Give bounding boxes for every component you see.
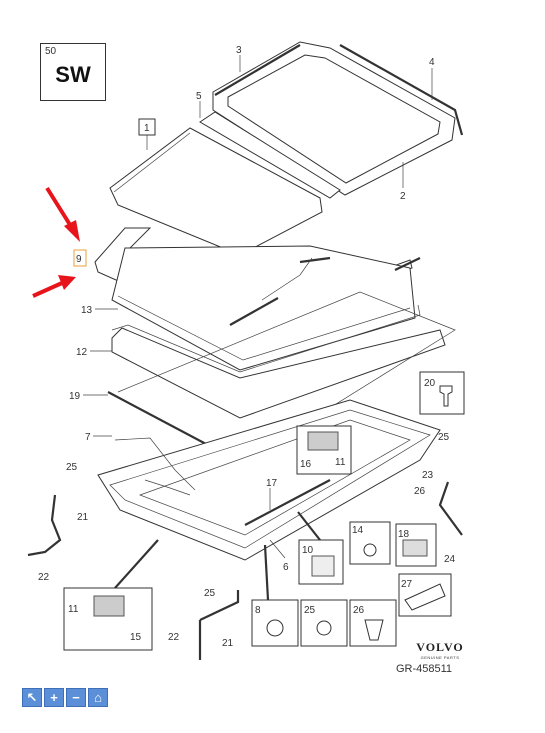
callout-20: 20	[424, 378, 436, 389]
callout-8: 8	[255, 605, 261, 616]
brand-subtitle: GENUINE PARTS	[420, 655, 460, 660]
section-box: 50 SW	[40, 43, 106, 101]
callout-14: 14	[352, 525, 364, 536]
page-number: 50	[45, 46, 57, 57]
brand-name: VOLVO	[416, 640, 464, 654]
callout-21-bottom: 21	[222, 638, 234, 649]
inset-box-10	[297, 511, 344, 585]
callout-6: 6	[283, 562, 289, 573]
inset-box-8	[251, 544, 299, 647]
callout-2: 2	[400, 191, 406, 202]
red-arrow-icon	[45, 186, 80, 242]
zoom-out-button[interactable]: −	[66, 688, 86, 707]
leader-lines	[83, 55, 433, 559]
home-icon: ⌂	[94, 690, 102, 705]
callout-7: 7	[85, 432, 91, 443]
part-9-highlight	[73, 249, 87, 267]
red-arrow-icon	[32, 275, 76, 298]
callout-11-top: 11	[335, 457, 346, 468]
pointer-button[interactable]: ↖	[22, 688, 42, 707]
callout-17: 17	[266, 478, 278, 489]
inset-box-27	[398, 573, 452, 617]
callout-15: 15	[130, 632, 142, 643]
callout-23: 23	[422, 470, 434, 481]
zoom-in-button[interactable]: +	[44, 688, 64, 707]
callout-24: 24	[444, 554, 456, 565]
callout-25-left: 25	[66, 462, 78, 473]
callout-22-bottom: 22	[168, 632, 180, 643]
inset-box-20	[419, 371, 465, 415]
callout-25-box: 25	[304, 605, 316, 616]
callout-26-box: 26	[353, 605, 365, 616]
callout-4: 4	[429, 57, 435, 68]
callout-26-right: 26	[414, 486, 426, 497]
inset-box-14	[349, 521, 391, 565]
inset-box-11-15	[63, 539, 159, 651]
callout-22-left: 22	[38, 572, 50, 583]
callout-labels: 3 4 5 1 2 9 13 12 19 7 20 16 11 25 23 26…	[38, 45, 456, 649]
callout-25-right: 25	[438, 432, 450, 443]
home-button[interactable]: ⌂	[88, 688, 108, 707]
lower-frame	[97, 257, 441, 561]
callout-19: 19	[69, 391, 81, 402]
callout-10: 10	[302, 545, 314, 556]
callout-16: 16	[300, 459, 312, 470]
callout-27: 27	[401, 579, 413, 590]
inset-box-16-11	[296, 425, 352, 475]
callout-13: 13	[81, 305, 93, 316]
plus-icon: +	[50, 690, 58, 705]
callout-5: 5	[196, 91, 202, 102]
zoom-toolbar: ↖ + − ⌂	[22, 688, 108, 707]
reference-number: GR-458511	[396, 663, 453, 675]
glass-panel	[109, 127, 323, 256]
minus-icon: −	[72, 690, 80, 705]
callout-12: 12	[76, 347, 88, 358]
callout-3: 3	[236, 45, 242, 56]
inset-box-25	[300, 599, 348, 647]
pointer-icon: ↖	[26, 690, 38, 705]
seals	[107, 257, 456, 466]
brand-logo: VOLVO GENUINE PARTS	[404, 640, 476, 660]
callout-9: 9	[76, 254, 82, 265]
callout-25-bottom: 25	[204, 588, 216, 599]
callout-21-left: 21	[77, 512, 89, 523]
inset-box-26	[349, 599, 397, 647]
callout-1: 1	[144, 123, 150, 134]
seal-frame	[94, 227, 416, 371]
drain-hoses	[27, 481, 463, 660]
inset-box-18	[395, 523, 437, 567]
callout-18: 18	[398, 529, 410, 540]
section-code: SW	[55, 62, 91, 87]
callout-11-bottom: 11	[68, 604, 79, 615]
roof-outer-frame	[199, 41, 464, 199]
